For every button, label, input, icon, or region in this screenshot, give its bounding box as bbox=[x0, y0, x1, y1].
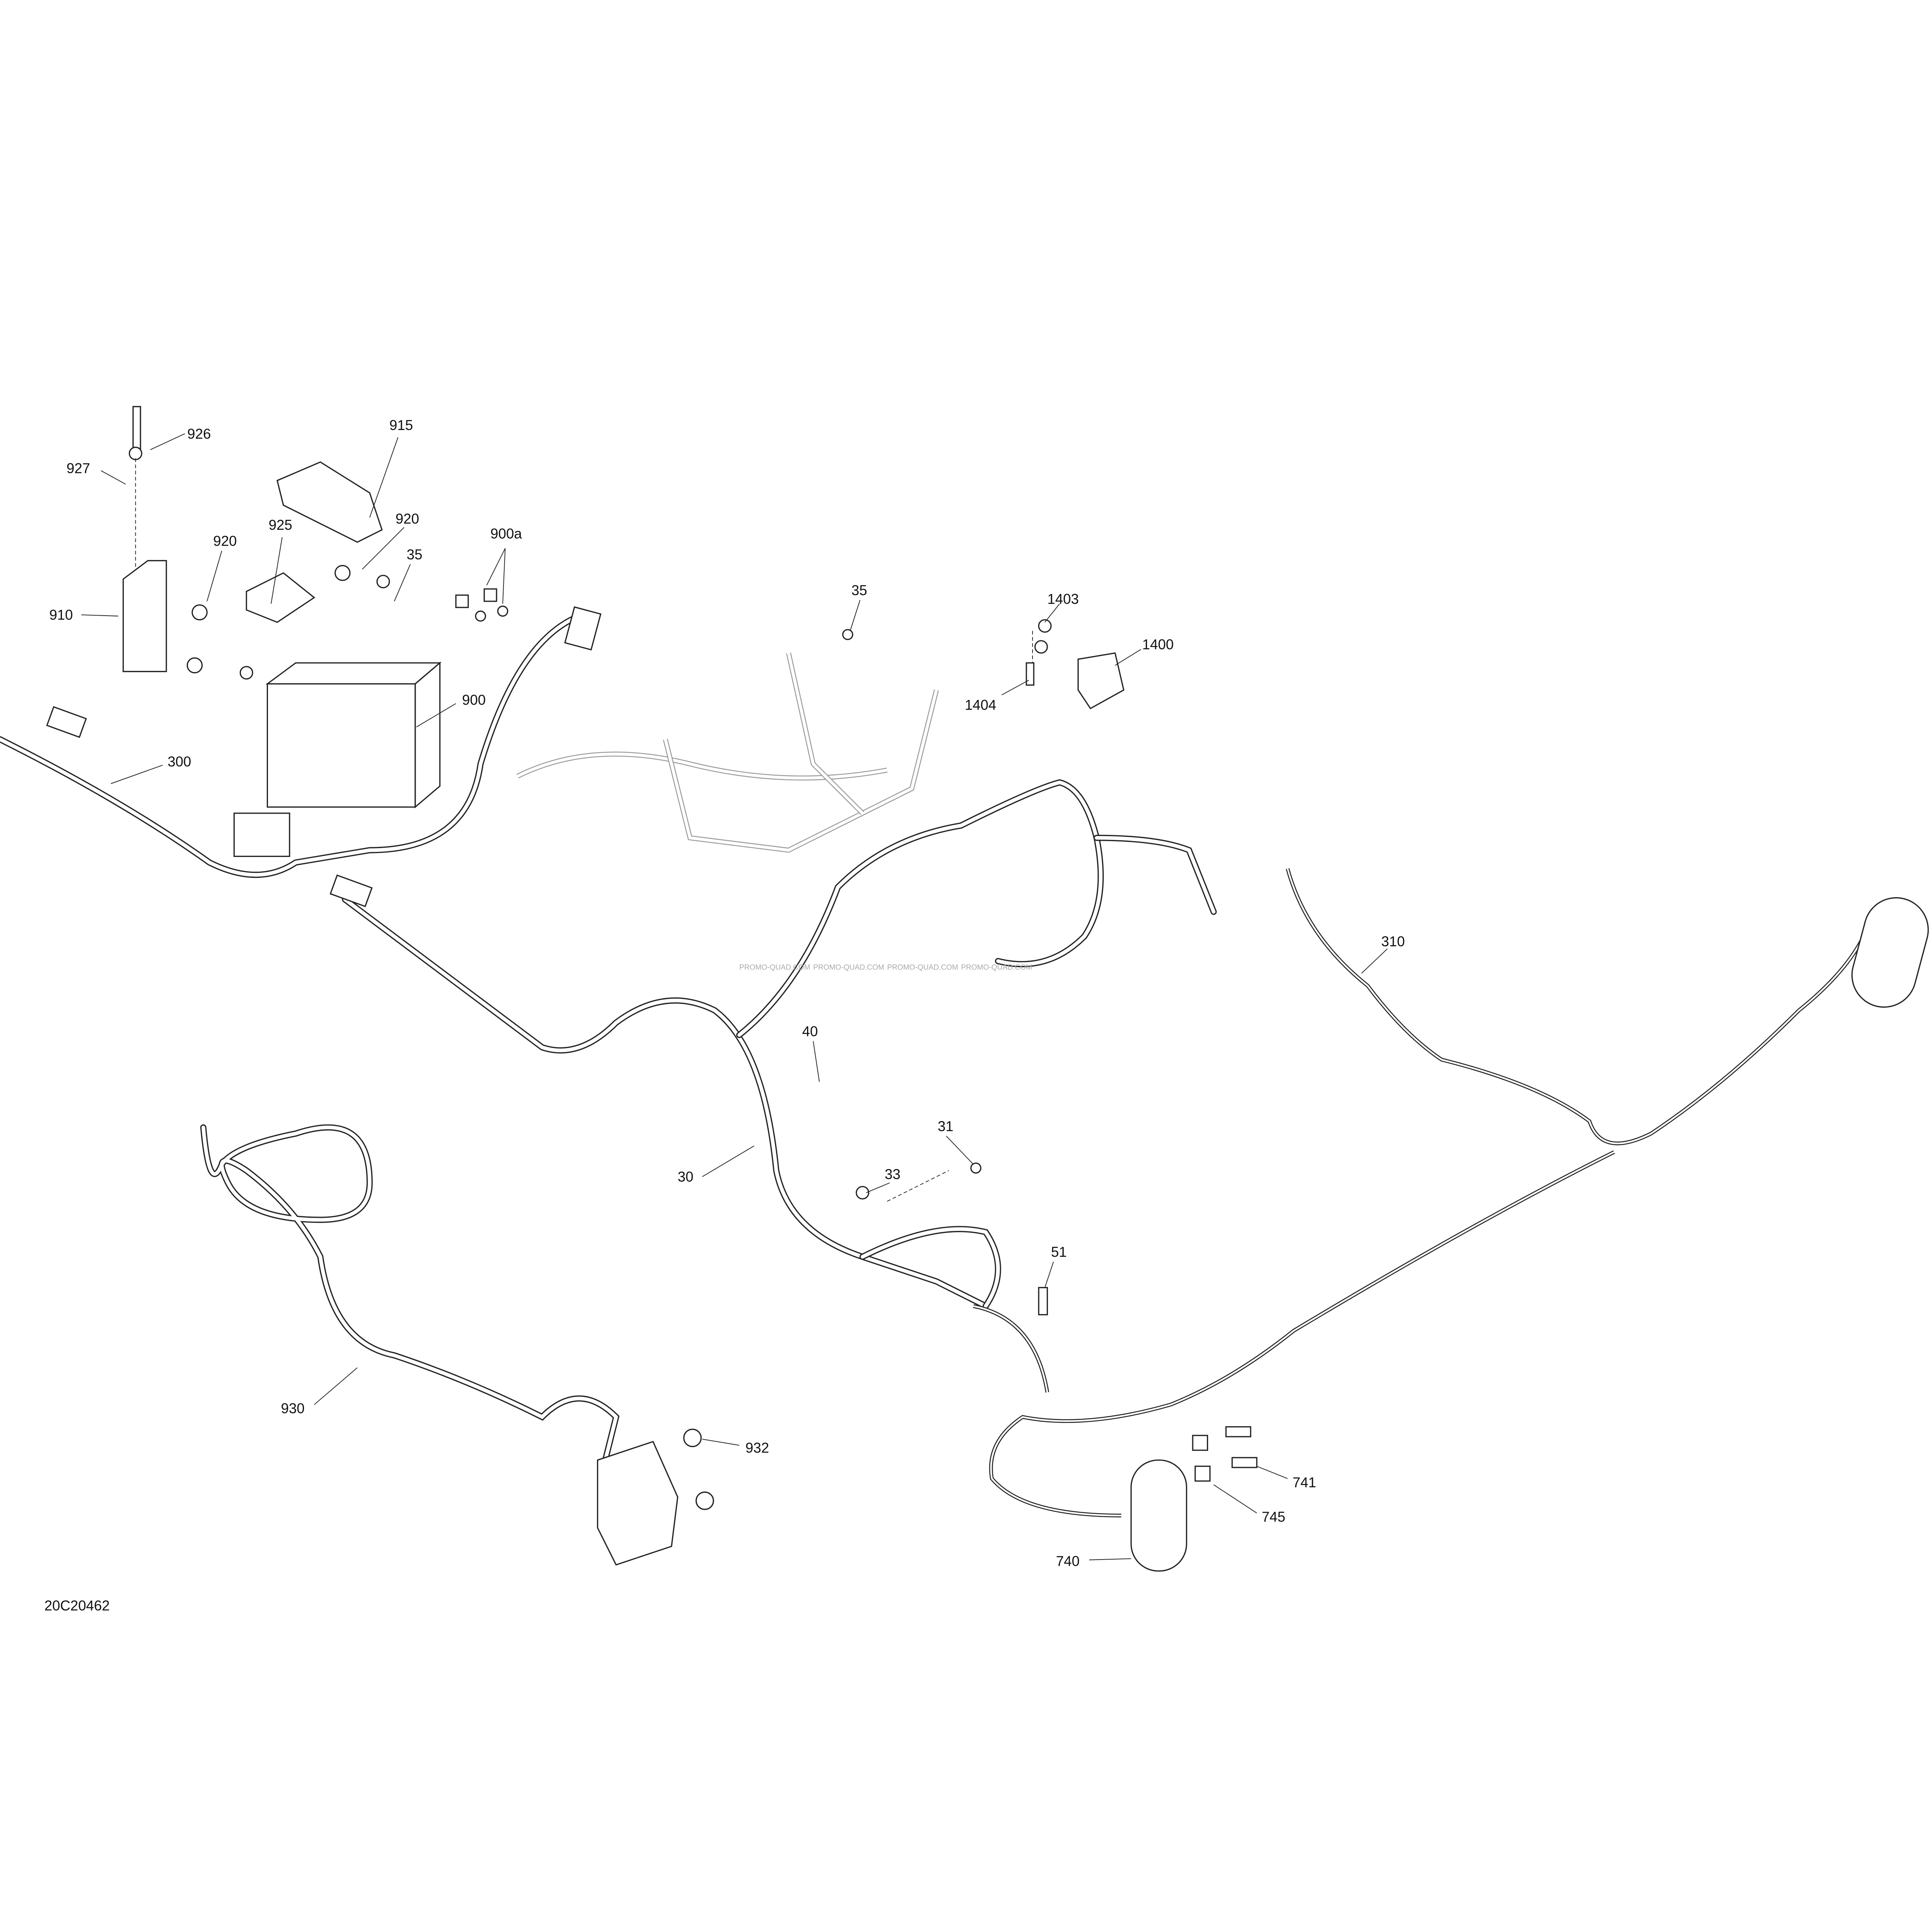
callout-926[interactable]: 926 bbox=[187, 426, 211, 442]
callout-310[interactable]: 310 bbox=[1381, 934, 1405, 949]
terminal-cover bbox=[246, 572, 316, 623]
voltage-regulator bbox=[597, 1440, 679, 1566]
callout-1400[interactable]: 1400 bbox=[1142, 637, 1174, 652]
washer bbox=[128, 447, 143, 461]
sensor-1400-group bbox=[842, 619, 1125, 1316]
harness-310 bbox=[989, 868, 1929, 1572]
battery-group bbox=[123, 406, 509, 809]
callout-40[interactable]: 40 bbox=[802, 1024, 818, 1039]
tail-light-right bbox=[1851, 897, 1929, 1008]
battery bbox=[266, 683, 416, 808]
callout-920[interactable]: 920 bbox=[213, 533, 237, 549]
callout-51[interactable]: 51 bbox=[1051, 1244, 1067, 1260]
frame-ghost-drawing bbox=[516, 652, 939, 853]
callout-925[interactable]: 925 bbox=[269, 517, 292, 533]
callout-300[interactable]: 300 bbox=[167, 754, 191, 770]
watermark: PROMO-QUAD.COM bbox=[739, 964, 811, 972]
callout-31[interactable]: 31 bbox=[938, 1118, 954, 1134]
callout-35[interactable]: 35 bbox=[406, 547, 422, 563]
watermark: PROMO-QUAD.COM bbox=[813, 964, 884, 972]
fuse-holder bbox=[276, 461, 383, 543]
callout-932[interactable]: 932 bbox=[746, 1440, 769, 1456]
tail-light-left bbox=[1130, 1459, 1187, 1572]
callout-740[interactable]: 740 bbox=[1056, 1553, 1080, 1569]
callout-745[interactable]: 745 bbox=[1262, 1509, 1285, 1525]
ecm-connector bbox=[233, 812, 290, 857]
callout-33[interactable]: 33 bbox=[885, 1166, 901, 1182]
watermark-row: PROMO-QUAD.COM PROMO-QUAD.COM PROMO-QUAD… bbox=[739, 964, 1032, 972]
callouts: 926 927 915 920 920 925 35 900a 910 900 … bbox=[44, 417, 1405, 1613]
callout-30[interactable]: 30 bbox=[678, 1169, 693, 1185]
callout-920[interactable]: 920 bbox=[396, 511, 419, 527]
callout-1404[interactable]: 1404 bbox=[965, 697, 996, 713]
main-wiring-harness bbox=[0, 606, 1217, 1393]
callout-930[interactable]: 930 bbox=[281, 1401, 304, 1417]
callout-927[interactable]: 927 bbox=[67, 461, 90, 476]
callout-910[interactable]: 910 bbox=[49, 607, 73, 623]
watermark: PROMO-QUAD.COM bbox=[887, 964, 958, 972]
battery-bracket bbox=[123, 560, 167, 672]
leader-lines bbox=[81, 433, 1388, 1560]
diagram-id: 20C20462 bbox=[44, 1597, 110, 1613]
callout-900a[interactable]: 900a bbox=[490, 526, 522, 541]
callout-900[interactable]: 900 bbox=[462, 692, 486, 708]
callout-741[interactable]: 741 bbox=[1292, 1475, 1316, 1490]
harness-930 bbox=[200, 1124, 714, 1566]
callout-1403[interactable]: 1403 bbox=[1047, 591, 1079, 607]
callout-915[interactable]: 915 bbox=[389, 417, 413, 433]
watermark: PROMO-QUAD.COM bbox=[961, 964, 1032, 972]
callout-35[interactable]: 35 bbox=[852, 582, 867, 598]
